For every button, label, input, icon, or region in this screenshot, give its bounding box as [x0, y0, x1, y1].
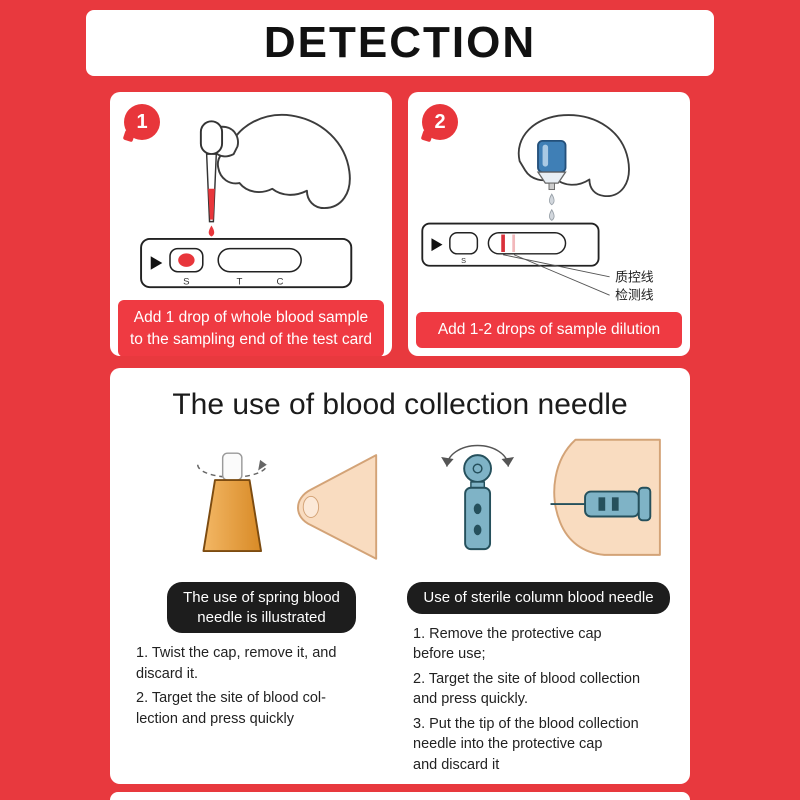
step-text: 1. Remove the protective cap before use;: [413, 625, 602, 663]
arrow-icon: [150, 256, 163, 270]
step-1-badge: 1: [124, 104, 160, 140]
detection-line: [512, 234, 516, 253]
spring-needle-banner: The use of spring blood needle is illust…: [167, 582, 356, 633]
dropper-bottle: [536, 140, 567, 191]
title-panel: DETECTION: [86, 10, 714, 76]
step-cards-row: 1: [110, 92, 690, 356]
spring-needle-illustration: [142, 434, 382, 576]
step-2-badge: 2: [422, 104, 458, 140]
lancet-cap: [221, 452, 243, 481]
step-1-caption: Add 1 drop of whole blood sample to the …: [118, 300, 384, 356]
sterile-needle-steps: 1. Remove the protective cap before use;…: [407, 624, 670, 780]
step-2-caption: Add 1-2 drops of sample dilution: [416, 312, 682, 348]
horizontal-lancet: [550, 486, 651, 522]
test-card: S T C: [140, 237, 353, 289]
test-card: S: [421, 222, 600, 267]
partial-next-panel: [110, 792, 690, 800]
lancet-body: [202, 479, 262, 553]
quality-control-line-label: 质控线: [615, 270, 654, 285]
result-window: [217, 247, 302, 273]
step-card-2: 2: [408, 92, 690, 356]
rotation-arrow-icon: [440, 444, 514, 467]
spring-needle-column: The use of spring blood needle is illust…: [130, 434, 393, 780]
sterile-needle-illustration: [414, 434, 664, 576]
sterile-needle-column: Use of sterile column blood needle 1. Re…: [407, 434, 670, 780]
spring-lancet-illustration: [196, 452, 377, 560]
page-title: DETECTION: [263, 18, 537, 67]
hand: [517, 114, 630, 198]
line-labels: 质控线 检测线: [502, 254, 654, 303]
detection-line-label: 检测线: [615, 288, 654, 303]
needle-columns: The use of spring blood needle is illust…: [130, 434, 670, 780]
step-text: 3. Put the tip of the blood collection n…: [413, 715, 639, 773]
finger: [296, 454, 377, 560]
step-text: 2. Target the site of blood col- lection…: [136, 690, 326, 727]
dropper-test-card-illustration: S T C: [140, 113, 353, 289]
well-letter: S: [461, 256, 466, 265]
control-line: [501, 234, 505, 253]
sample-well: [449, 232, 479, 255]
dilution-bottle-illustration: S 质控线 检测线: [421, 114, 654, 303]
step-card-1: 1: [110, 92, 392, 356]
needle-section-title: The use of blood collection needle: [172, 388, 628, 421]
step-text: 2. Target the site of blood collection a…: [413, 670, 641, 708]
dilution-drops-icon: [548, 193, 555, 222]
well-letter: S: [183, 276, 189, 287]
vertical-lancet: [462, 454, 492, 551]
column-lancet-illustration: [440, 438, 661, 556]
dropper: [199, 120, 224, 223]
hand: [209, 113, 351, 210]
needle-section: The use of blood collection needle: [110, 368, 690, 784]
sterile-needle-banner: Use of sterile column blood needle: [407, 582, 670, 614]
test-letter: T: [236, 276, 242, 287]
blood-drop-icon: [208, 225, 215, 237]
step-text: 1. Twist the cap, remove it, and discard…: [136, 645, 337, 682]
control-letter: C: [276, 276, 283, 287]
result-window: [487, 232, 567, 255]
spring-needle-steps: 1. Twist the cap, remove it, and discard…: [130, 643, 393, 733]
step-1-illustration: S T C: [110, 92, 392, 296]
arrow-icon: [431, 238, 443, 252]
blood-in-well: [178, 253, 195, 267]
step-2-illustration: S 质控线 检测线: [408, 92, 690, 308]
